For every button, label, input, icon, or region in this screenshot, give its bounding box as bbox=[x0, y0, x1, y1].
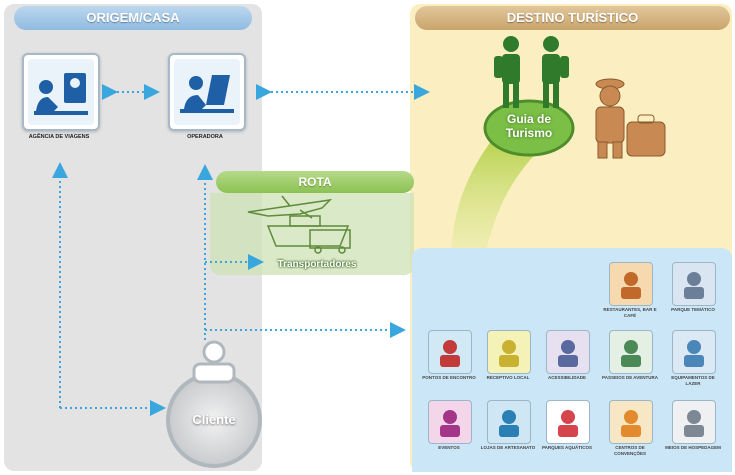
pinwheel-icon bbox=[621, 410, 641, 437]
hikers-icon bbox=[494, 36, 569, 108]
service-label: EQUIPAMENTOS DE LAZER bbox=[671, 375, 715, 386]
airplane-icon bbox=[247, 198, 333, 217]
service-label: RESTAURANTES, BAR E CAFÉ bbox=[603, 307, 657, 318]
destination-header: DESTINO TURÍSTICO bbox=[415, 6, 730, 30]
route-panel bbox=[210, 193, 414, 275]
pool-icon bbox=[684, 340, 704, 367]
operator-label: OPERADORA bbox=[187, 134, 223, 140]
origin-header: ORIGEM/CASA bbox=[14, 6, 252, 30]
client-label: Cliente bbox=[192, 412, 236, 427]
travel-agency-label: AGÊNCIA DE VIAGENS bbox=[28, 134, 90, 140]
service-label: EVENTOS bbox=[438, 445, 460, 450]
couple-icon bbox=[440, 340, 460, 367]
service-tile bbox=[672, 330, 716, 374]
wheelchair-icon bbox=[558, 340, 578, 367]
service-tile bbox=[428, 330, 472, 374]
service-tile bbox=[609, 262, 653, 306]
restaurant-icon bbox=[621, 272, 641, 299]
guide-bubble bbox=[483, 99, 575, 157]
shop-icon bbox=[499, 410, 519, 437]
mountain-icon bbox=[621, 340, 641, 367]
operator-tile bbox=[168, 53, 246, 131]
route-header: ROTA bbox=[216, 171, 414, 193]
service-label: MEIOS DE HOSPEDAGEM bbox=[665, 445, 721, 450]
service-tile bbox=[672, 262, 716, 306]
service-label: PARQUE TEMÁTICO bbox=[671, 307, 715, 312]
service-tile bbox=[609, 330, 653, 374]
service-tile bbox=[428, 400, 472, 444]
ticket-icon bbox=[440, 410, 460, 437]
service-tile bbox=[487, 330, 531, 374]
service-label: PARQUES AQUÁTICOS bbox=[541, 445, 592, 450]
tour-bus-icon bbox=[499, 340, 519, 367]
transport-label: Transportadores bbox=[277, 259, 357, 270]
travel-agency-icon bbox=[28, 59, 94, 125]
service-label: PONTOS DE ENCONTRO bbox=[422, 375, 476, 380]
service-tile bbox=[546, 400, 590, 444]
service-label: PASSEIOS DE AVENTURA bbox=[602, 375, 658, 380]
tourist-icon bbox=[595, 78, 666, 159]
service-label: LOJAS DE ARTESANATO bbox=[480, 445, 536, 450]
travel-agency-tile bbox=[22, 53, 100, 131]
bus-icon bbox=[309, 229, 351, 249]
family-icon bbox=[684, 272, 704, 299]
service-label: RECEPTIVO LOCAL bbox=[486, 375, 530, 380]
service-tile bbox=[546, 330, 590, 374]
service-label: ACESSIBILIDADE bbox=[547, 375, 586, 380]
service-tile bbox=[672, 400, 716, 444]
dolphin-icon bbox=[558, 410, 578, 437]
service-tile bbox=[609, 400, 653, 444]
service-label: CENTROS DE CONVENÇÕES bbox=[613, 445, 646, 456]
client-circle bbox=[166, 372, 262, 468]
stars-icon bbox=[684, 410, 704, 437]
ship-icon bbox=[266, 225, 350, 247]
guide-label: Guia de Turismo bbox=[505, 112, 553, 140]
service-tile bbox=[487, 400, 531, 444]
operator-icon bbox=[174, 59, 240, 125]
